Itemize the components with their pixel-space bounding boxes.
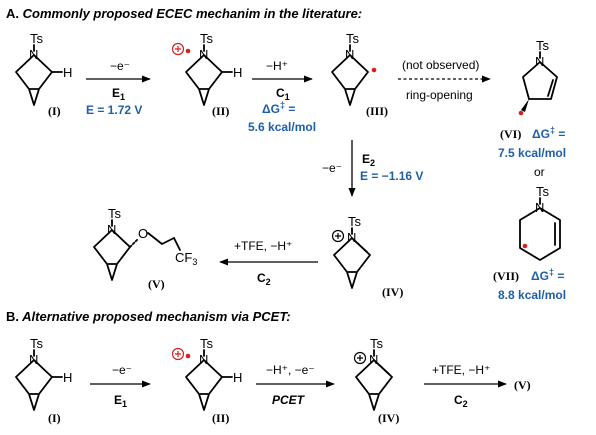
e2-reagent: −e⁻ xyxy=(322,161,342,175)
compound-i-label: (I) xyxy=(48,104,61,118)
radical-dot-icon xyxy=(371,67,377,73)
compound-i: Ts N H (I) xyxy=(15,31,72,118)
c2-label: C2 xyxy=(257,271,271,287)
step-e1: −e⁻ E1 E = 1.72 V xyxy=(86,59,151,117)
hydrogen-label: H xyxy=(233,65,242,80)
compound-iv-label: (IV) xyxy=(378,411,399,425)
section-b-step-e1: −e⁻ E1 xyxy=(90,363,151,409)
nitrogen-label: N xyxy=(29,47,38,62)
ts-label: Ts xyxy=(346,31,360,46)
section-b-compound-iv: Ts N (IV) xyxy=(353,336,399,425)
e1-reagent: −e⁻ xyxy=(110,59,130,73)
nitrogen-label: N xyxy=(107,222,116,237)
ring-opening-label: ring-opening xyxy=(406,88,473,102)
b-c2-label: C2 xyxy=(454,393,468,409)
section-a-title: Commonly proposed ECEC mechanim in the l… xyxy=(23,6,363,21)
e2-potential: E = −1.16 V xyxy=(360,169,423,183)
nitrogen-label: N xyxy=(199,352,208,367)
vii-dg-label: ΔG‡ = xyxy=(531,267,564,283)
ts-label: Ts xyxy=(200,31,214,46)
section-b-step-c2: +TFE, −H⁺ C2 xyxy=(424,363,507,409)
section-b-compound-i: Ts N H (I) xyxy=(15,336,72,425)
plus-icon xyxy=(357,355,363,361)
compound-i-label: (I) xyxy=(48,411,61,425)
compound-v-label: (V) xyxy=(148,277,165,291)
cf3-label: CF3 xyxy=(175,250,197,267)
e2-label: E2 xyxy=(362,152,375,168)
compound-ii-label: (II) xyxy=(212,411,229,425)
compound-vii: Ts N xyxy=(519,184,561,261)
section-b-compound-ii: Ts N H (II) xyxy=(171,336,242,425)
c2-reagent: +TFE, −H⁺ xyxy=(234,239,292,253)
ts-label: Ts xyxy=(30,31,44,46)
c1-reagent: −H⁺ xyxy=(266,59,288,73)
section-b-title: Alternative proposed mechanism via PCET: xyxy=(21,309,291,324)
radical-dot-icon xyxy=(518,110,524,116)
nitrogen-label: N xyxy=(199,47,208,62)
compound-iii-label: (III) xyxy=(366,104,388,118)
compound-v: Ts N O CF3 (V) xyxy=(93,206,197,291)
compound-vii-label: (VII) xyxy=(493,269,519,283)
compound-vi: Ts N xyxy=(518,38,558,116)
pcet-label: PCET xyxy=(272,393,306,407)
ts-label: Ts xyxy=(108,206,122,221)
b-c2-reagent: +TFE, −H⁺ xyxy=(432,363,490,377)
plus-icon xyxy=(175,46,181,52)
c1-label: C1 xyxy=(276,86,290,102)
hydrogen-label: H xyxy=(63,370,72,385)
step-c1: −H⁺ C1 ΔG‡ = 5.6 kcal/mol xyxy=(248,59,316,134)
hydrogen-label: H xyxy=(63,65,72,80)
hydrogen-label: H xyxy=(233,370,242,385)
plus-icon xyxy=(175,351,181,357)
ts-label: Ts xyxy=(536,38,550,53)
ts-label: Ts xyxy=(200,336,214,351)
compound-iv-label: (IV) xyxy=(382,285,403,299)
compound-ii-label: (II) xyxy=(212,104,229,118)
vii-dg-value: 8.8 kcal/mol xyxy=(498,288,566,302)
step-e2: −e⁻ E2 E = −1.16 V xyxy=(322,140,423,197)
section-b-product-label: (V) xyxy=(514,378,531,392)
section-b-step-pcet: −H⁺, −e⁻ PCET xyxy=(256,363,335,407)
b-e1-label: E1 xyxy=(114,393,127,409)
nitrogen-label: N xyxy=(535,200,544,215)
compound-ii: Ts N H (II) xyxy=(171,31,242,118)
ts-label: Ts xyxy=(348,214,362,229)
radical-dot-icon xyxy=(522,243,528,249)
section-b-letter: B. xyxy=(6,309,19,324)
c1-dg-label: ΔG‡ = xyxy=(262,100,295,116)
not-observed-label: (not observed) xyxy=(402,58,479,72)
plus-icon xyxy=(335,233,341,239)
b-e1-reagent: −e⁻ xyxy=(112,363,132,377)
e1-potential: E = 1.72 V xyxy=(86,103,142,117)
ts-label: Ts xyxy=(370,336,384,351)
compound-iii: Ts N (III) xyxy=(331,31,388,118)
step-c2: +TFE, −H⁺ C2 xyxy=(219,239,318,287)
vi-dg-value: 7.5 kcal/mol xyxy=(498,146,566,160)
c1-dg-value: 5.6 kcal/mol xyxy=(248,120,316,134)
section-b-heading: B. Alternative proposed mechanism via PC… xyxy=(6,309,291,324)
radical-dot-icon xyxy=(185,48,191,54)
step-ring-opening: (not observed) ring-opening xyxy=(398,58,491,102)
section-a-heading: A. Commonly proposed ECEC mechanim in th… xyxy=(6,6,362,21)
radical-dot-icon xyxy=(185,353,191,359)
nitrogen-label: N xyxy=(29,352,38,367)
section-a-letter: A. xyxy=(6,6,19,21)
nitrogen-label: N xyxy=(535,54,544,69)
nitrogen-label: N xyxy=(345,47,354,62)
pcet-reagent: −H⁺, −e⁻ xyxy=(266,363,315,377)
ts-label: Ts xyxy=(30,336,44,351)
compound-vi-label: (VI) xyxy=(500,127,521,141)
nitrogen-label: N xyxy=(369,352,378,367)
e1-label: E1 xyxy=(112,86,125,102)
nitrogen-label: N xyxy=(347,230,356,245)
or-label: or xyxy=(534,165,545,179)
vi-dg-label: ΔG‡ = xyxy=(532,125,565,141)
oxygen-label: O xyxy=(138,226,148,241)
compound-iv: Ts N (IV) xyxy=(331,214,403,299)
ts-label: Ts xyxy=(536,184,550,199)
